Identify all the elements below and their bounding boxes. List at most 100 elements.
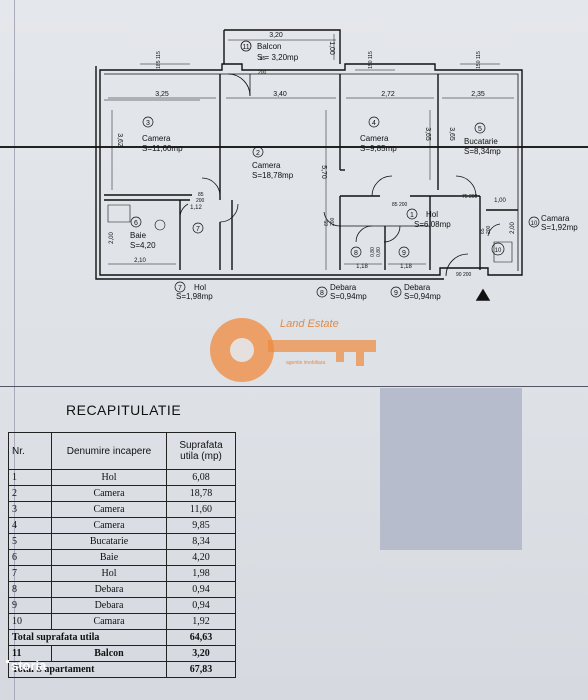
row-area: 4,20 <box>166 549 236 566</box>
land-estate-logo <box>210 318 376 382</box>
row-name: Camara <box>51 613 167 630</box>
dim-2-10: 2,10 <box>134 258 146 264</box>
balcon-row: 11 Balcon 3,20 <box>8 645 236 662</box>
door-spec-200: 200 <box>258 70 267 76</box>
room-1-area: S=6,08mp <box>414 220 451 229</box>
room-10-label: Camara <box>541 214 570 223</box>
room-7-number: 7 <box>196 226 200 233</box>
dim-2-00-b: 2,00 <box>510 222 516 234</box>
hol-7-area: S=1,98mp <box>176 292 213 301</box>
balcony-area: S = 3,20mp <box>257 53 299 62</box>
row-name: Hol <box>51 469 167 486</box>
room-6-name: Baie <box>130 231 147 240</box>
dim-2-72: 2,72 <box>381 91 395 98</box>
room-4: 4 Camera S=9,85mp <box>360 116 397 153</box>
row-name: Camera <box>51 485 167 502</box>
row-name: Hol <box>51 565 167 582</box>
svg-text:7: 7 <box>178 285 182 292</box>
row-nr: 10 <box>8 613 52 630</box>
dim-1-18-a: 1,18 <box>356 264 368 270</box>
room-3: 3 Camera S=11,60mp <box>142 116 183 153</box>
room-10-callout-number: 10 <box>531 221 538 227</box>
room-5: 5 Bucatarie S=8,34mp <box>464 122 501 156</box>
room-8-number: 8 <box>354 250 358 257</box>
door-spec-85: 85 <box>260 56 266 62</box>
row-nr: 7 <box>8 565 52 582</box>
dim-3-25: 3,25 <box>155 91 169 98</box>
room-6-number: 6 <box>134 220 138 227</box>
svg-text:8: 8 <box>320 290 324 297</box>
row-area: 8,34 <box>166 533 236 550</box>
door-spec-65-b: 65 <box>480 228 486 234</box>
row-area: 0,94 <box>166 597 236 614</box>
room-2: 2 Camera S=18,78mp <box>252 146 294 180</box>
dim-1-12: 1,12 <box>190 205 202 211</box>
row-nr: 2 <box>8 485 52 502</box>
room-4-number: 4 <box>372 120 376 127</box>
dim-2-35: 2,35 <box>471 91 485 98</box>
debara-8-area: S=0,94mp <box>330 292 367 301</box>
balcony-name: Balcon <box>257 42 281 51</box>
header-name: Denumire incapere <box>51 432 167 470</box>
room-2-number: 2 <box>256 150 260 157</box>
dim-0-80-b: 0,80 <box>376 247 382 257</box>
debara-9-name: Debara <box>404 283 431 292</box>
dim-balcony-depth: 1,00 <box>328 41 335 55</box>
row-nr: 1 <box>8 469 52 486</box>
header-nr: Nr. <box>8 432 52 470</box>
debara-9-area: S=0,94mp <box>404 292 441 301</box>
window-spec-3: 150 115 <box>476 51 482 69</box>
scan-edge-line <box>14 0 15 700</box>
row-area: 11,60 <box>166 501 236 518</box>
row-name: Debara <box>51 597 167 614</box>
room-3-area: S=11,60mp <box>142 144 183 153</box>
row-name: Camera <box>51 517 167 534</box>
row-nr: 4 <box>8 517 52 534</box>
room-5-name: Bucatarie <box>464 137 498 146</box>
row-nr: 3 <box>8 501 52 518</box>
room-10-area: S=1,92mp <box>541 223 578 232</box>
balcony-number: 11 <box>242 44 249 51</box>
door-spec-90: 90 200 <box>456 272 472 278</box>
debara-8-label: 8 Debara S=0,94mp <box>316 283 367 301</box>
hol-7-label: 7 Hol S=1,98mp <box>174 281 213 301</box>
row-nr: 9 <box>8 597 52 614</box>
room-6: 6 Baie S=4,20 <box>130 216 156 250</box>
room-8: 8 <box>350 246 362 258</box>
row-name: Camera <box>51 501 167 518</box>
door-spec-65: 65 <box>324 220 330 226</box>
debara-8-name: Debara <box>330 283 357 292</box>
door-spec-200-b: 200 <box>196 198 205 204</box>
header-area: Suprafata utila (mp) <box>166 432 236 470</box>
row-area: 6,08 <box>166 469 236 486</box>
dim-3-62: 3,62 <box>116 133 123 147</box>
room-3-number: 3 <box>146 120 150 127</box>
balcon-label: Balcon <box>51 645 167 662</box>
row-nr: 5 <box>8 533 52 550</box>
row-area: 18,78 <box>166 485 236 502</box>
dim-2-00: 2,00 <box>109 232 115 244</box>
storia-dot-icon <box>6 660 9 663</box>
dim-5-70: 5,70 <box>320 165 327 179</box>
row-area: 9,85 <box>166 517 236 534</box>
dim-balcony-width: 3,20 <box>269 32 283 39</box>
room-4-name: Camera <box>360 134 389 143</box>
room-10: 10 10 Camara S=1,92mp <box>491 214 578 256</box>
logo-name: Land Estate <box>280 318 339 330</box>
door-spec-main: 85 200 <box>392 202 408 208</box>
room-1-name: Hol <box>426 210 438 219</box>
hol-7-name: Hol <box>194 283 206 292</box>
horizontal-scan-line <box>0 146 588 148</box>
page-divider <box>0 386 588 387</box>
row-name: Debara <box>51 581 167 598</box>
recap-table: Nr. Denumire incapere Suprafata utila (m… <box>8 432 236 678</box>
door-spec-200-d: 200 <box>486 225 492 234</box>
